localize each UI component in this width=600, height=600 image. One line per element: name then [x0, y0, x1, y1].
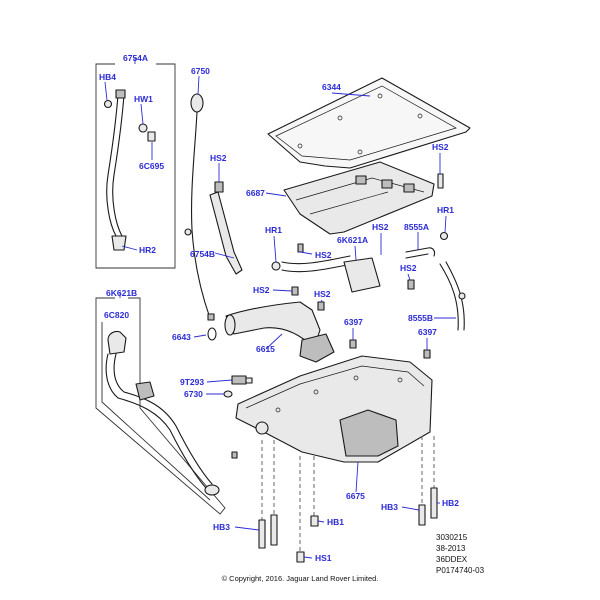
label-HS2-pump-left: HS2 [253, 285, 270, 295]
group-box-6754A [95, 63, 176, 269]
label-6K621B: 6K621B [106, 288, 137, 298]
reference-code-line: P0174740-03 [436, 566, 485, 575]
oil-sensor-part [223, 375, 253, 398]
reference-code-line: 3030215 [436, 533, 468, 542]
windage-tray-part [283, 161, 444, 235]
label-HB1: HB1 [327, 517, 344, 527]
part-labels: 6754A HB4 HW1 6C695 HR2 6750 HS2 6754B 6… [99, 53, 459, 563]
dipstick-tube-part [103, 89, 156, 251]
group-box-6K621B [95, 297, 226, 515]
label-6C820: 6C820 [104, 310, 129, 320]
pickup-pipe-6K621B-part [105, 330, 238, 496]
label-HS2-tube: HS2 [400, 263, 417, 273]
label-6675: 6675 [346, 491, 365, 501]
label-6750: 6750 [191, 66, 210, 76]
label-HR1-left: HR1 [265, 225, 282, 235]
dipstick-part [184, 93, 215, 321]
label-9T293: 9T293 [180, 377, 204, 387]
oil-return-tube-part [405, 231, 466, 331]
reference-codes: 3030215 38-2013 36DDEX P0174740-03 [436, 532, 484, 576]
label-6397-right: 6397 [418, 327, 437, 337]
copyright-notice: © Copyright, 2016. Jaguar Land Rover Lim… [221, 574, 379, 583]
label-HW1: HW1 [134, 94, 153, 104]
label-6397-left: 6397 [344, 317, 363, 327]
label-HS2-dipstick: HS2 [210, 153, 227, 163]
label-HB4: HB4 [99, 72, 116, 82]
leader-lines [104, 58, 456, 559]
oil-pan-part [235, 339, 433, 463]
label-6615: 6615 [256, 344, 275, 354]
label-6754B: 6754B [190, 249, 215, 259]
label-HS1: HS1 [315, 553, 332, 563]
label-HS2-tray: HS2 [432, 142, 449, 152]
label-6C695: 6C695 [139, 161, 164, 171]
label-6687: 6687 [246, 188, 265, 198]
label-8555A: 8555A [404, 222, 429, 232]
oil-pickup-tube-part [207, 286, 335, 363]
label-HB3-right: HB3 [381, 502, 398, 512]
label-HR2: HR2 [139, 245, 156, 255]
oil-pan-bolts-part [258, 436, 438, 563]
dipstick-guide-tube-part [209, 181, 243, 275]
reference-code-line: 36DDEX [436, 555, 468, 564]
reference-code-line: 38-2013 [436, 544, 466, 553]
label-6754A: 6754A [123, 53, 148, 63]
label-6344: 6344 [322, 82, 341, 92]
label-6730: 6730 [184, 389, 203, 399]
label-HS2-pickup-left: HS2 [315, 250, 332, 260]
oil-pickup-pipe-part [271, 243, 381, 293]
oil-pan-gasket-part [267, 77, 471, 169]
label-HR1-right: HR1 [437, 205, 454, 215]
label-HB3-left: HB3 [213, 522, 230, 532]
label-8555B: 8555B [408, 313, 433, 323]
label-HS2-pump-right: HS2 [314, 289, 331, 299]
label-HS2-pickup-right: HS2 [372, 222, 389, 232]
label-6K621A: 6K621A [337, 235, 368, 245]
label-HB2: HB2 [442, 498, 459, 508]
label-6643: 6643 [172, 332, 191, 342]
